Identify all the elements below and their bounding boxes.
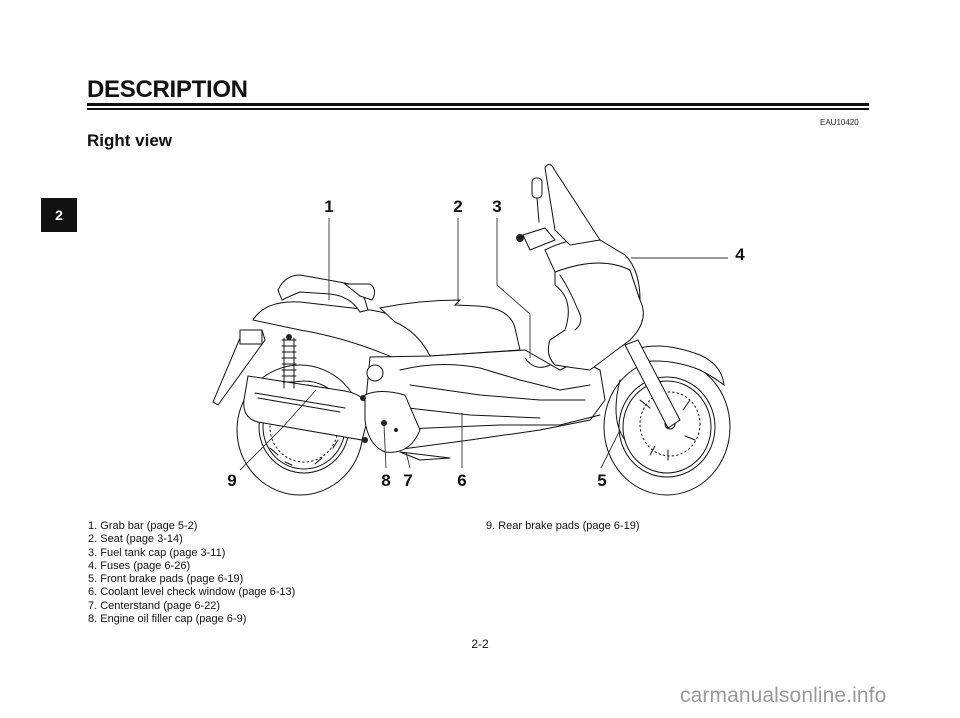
title-rule (87, 103, 869, 110)
legend-item: 2. Seat (page 3-14) (88, 533, 183, 546)
callout-7: 7 (403, 471, 412, 490)
title-rule-thick (87, 103, 869, 106)
document-code: EAU10420 (820, 118, 859, 127)
page-number: 2-2 (471, 637, 489, 651)
title-rule-thin (87, 108, 869, 110)
mirror (531, 177, 543, 223)
front-fork (624, 339, 681, 429)
seat (378, 299, 521, 357)
rear-shock (281, 334, 297, 389)
callout-9: 9 (227, 471, 236, 490)
chapter-tab[interactable]: 2 (41, 198, 77, 232)
page-title: DESCRIPTION (87, 76, 248, 103)
callout-8: 8 (381, 471, 390, 490)
section-heading: Right view (87, 131, 173, 150)
legend-item: 5. Front brake pads (page 6-19) (88, 573, 244, 586)
callout-6: 6 (457, 471, 466, 490)
legend-item: 9. Rear brake pads (page 6-19) (486, 520, 640, 532)
callout-3: 3 (492, 197, 501, 216)
windscreen (544, 163, 601, 246)
callout-2: 2 (453, 197, 462, 216)
front-fender (632, 345, 725, 387)
callout-5: 5 (597, 471, 606, 490)
legend-left: 1. Grab bar (page 5-2) 2. Seat (page 3-1… (88, 520, 295, 626)
legend-item: 3. Fuel tank cap (page 3-11) (88, 546, 226, 559)
legend-item: 8. Engine oil filler cap (page 6-9) (88, 613, 247, 626)
muffler (243, 375, 370, 441)
handlebar (516, 227, 556, 251)
legend-item: 7. Centerstand (page 6-22) (88, 599, 221, 612)
callout-leaders (239, 218, 728, 471)
legend-right: 9. Rear brake pads (page 6-19) (486, 520, 639, 533)
chapter-tab-label: 2 (55, 207, 63, 223)
callout-4: 4 (735, 245, 745, 264)
callout-1: 1 (324, 197, 333, 216)
legend-item: 4. Fuses (page 6-26) (88, 559, 191, 572)
engine (360, 364, 451, 461)
legend-item: 6. Coolant level check window (page 6-13… (88, 586, 296, 599)
watermark[interactable]: carmanualsonline.info (680, 684, 887, 707)
legend-item: 1. Grab bar (page 5-2) (88, 520, 198, 532)
